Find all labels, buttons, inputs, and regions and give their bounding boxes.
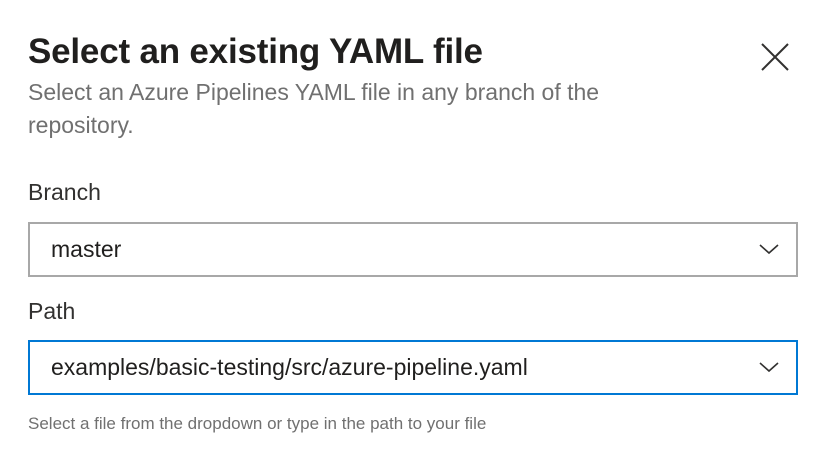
path-label: Path — [28, 298, 76, 324]
dialog-subtitle: Select an Azure Pipelines YAML file in a… — [28, 79, 600, 138]
branch-value: master — [51, 236, 122, 262]
close-icon — [753, 35, 797, 79]
dialog-title: Select an existing YAML file — [28, 32, 483, 71]
branch-label: Branch — [28, 179, 101, 205]
chevron-down-icon[interactable] — [758, 358, 780, 376]
path-value[interactable]: examples/basic-testing/src/azure-pipelin… — [51, 354, 528, 380]
path-combobox[interactable]: examples/basic-testing/src/azure-pipelin… — [28, 340, 798, 395]
path-helper-text: Select a file from the dropdown or type … — [28, 414, 487, 433]
close-button[interactable] — [753, 35, 797, 79]
chevron-down-icon — [758, 240, 780, 258]
branch-dropdown[interactable]: master — [28, 222, 798, 277]
